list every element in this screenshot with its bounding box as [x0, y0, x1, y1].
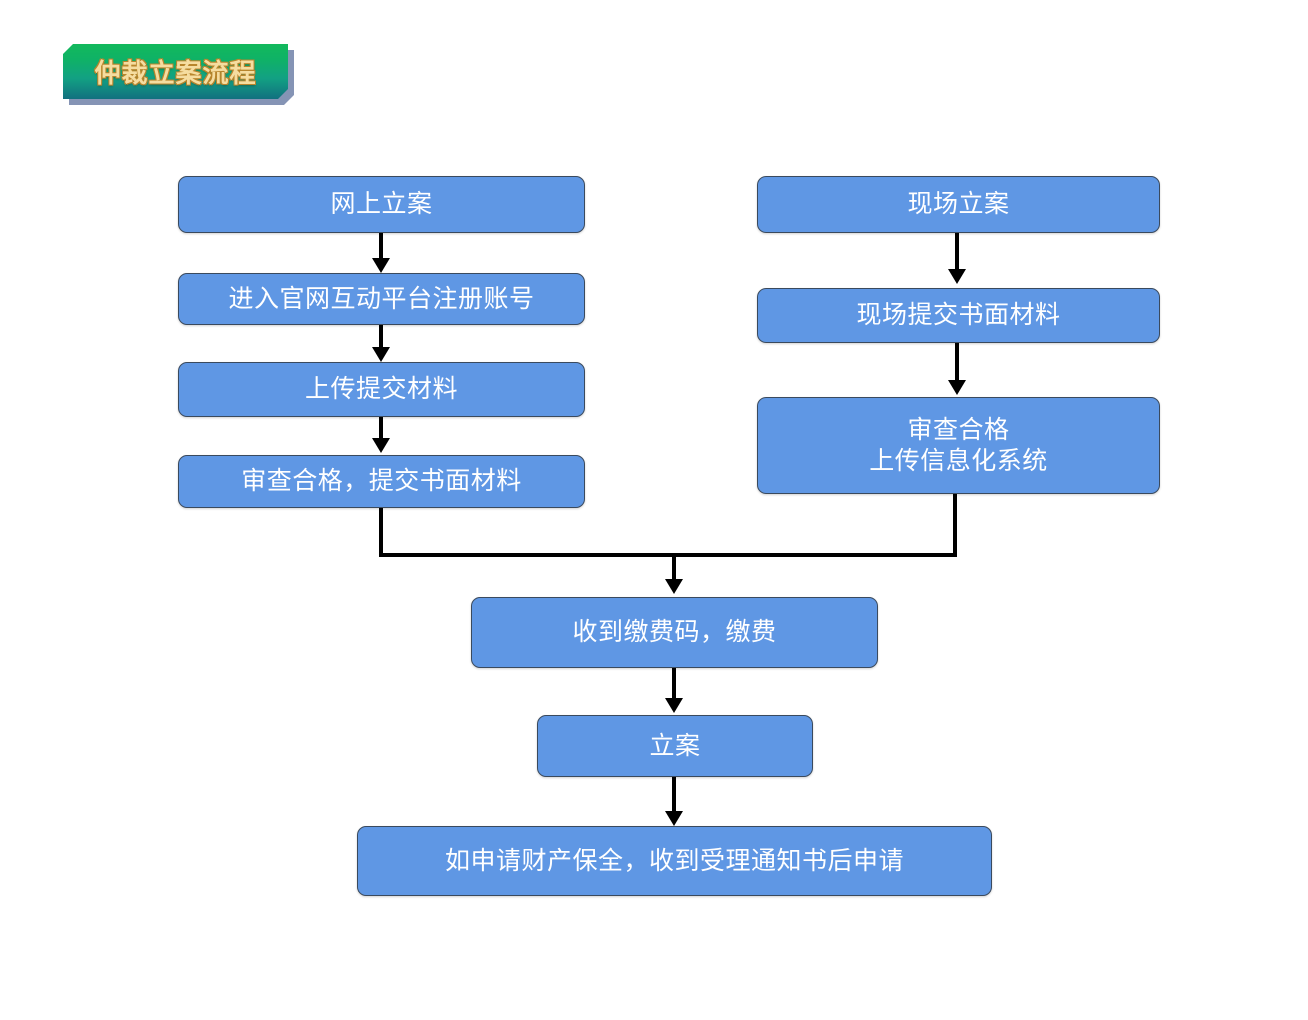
connector-onsite-2-3-arrow: [948, 380, 966, 395]
node-onsite-2[interactable]: 现场提交书面材料: [757, 288, 1160, 343]
merge-horizontal-bar: [379, 553, 957, 557]
connector-online-1-2-line: [379, 233, 383, 263]
node-onsite-1[interactable]: 现场立案: [757, 176, 1160, 233]
page-title: 仲裁立案流程: [94, 59, 257, 89]
node-online-2[interactable]: 进入官网互动平台注册账号: [178, 273, 585, 325]
node-online-4[interactable]: 审查合格，提交书面材料: [178, 455, 585, 508]
node-merge-3[interactable]: 如申请财产保全，收到受理通知书后申请: [357, 826, 992, 896]
connector-online-1-2-arrow: [372, 258, 390, 273]
connector-merge-1-2-arrow: [665, 698, 683, 713]
merge-down-arrow: [665, 579, 683, 594]
page-title-badge: 仲裁立案流程: [63, 44, 288, 99]
merge-drop-right: [953, 494, 957, 557]
node-online-1[interactable]: 网上立案: [178, 176, 585, 233]
connector-merge-2-3-line: [672, 777, 676, 815]
node-merge-1[interactable]: 收到缴费码，缴费: [471, 597, 878, 668]
merge-drop-left: [379, 508, 383, 557]
title-badge-face: 仲裁立案流程: [63, 44, 288, 99]
connector-merge-2-3-arrow: [665, 811, 683, 826]
connector-online-3-4-line: [379, 417, 383, 443]
node-merge-2[interactable]: 立案: [537, 715, 813, 777]
connector-merge-1-2-line: [672, 668, 676, 703]
connector-onsite-1-2-line: [955, 233, 959, 274]
merge-down-line: [672, 553, 676, 584]
connector-online-2-3-arrow: [372, 347, 390, 362]
node-onsite-3[interactable]: 审查合格 上传信息化系统: [757, 397, 1160, 494]
connector-online-2-3-line: [379, 325, 383, 352]
connector-onsite-2-3-line: [955, 343, 959, 385]
connector-onsite-1-2-arrow: [948, 269, 966, 284]
connector-online-3-4-arrow: [372, 438, 390, 453]
node-online-3[interactable]: 上传提交材料: [178, 362, 585, 417]
